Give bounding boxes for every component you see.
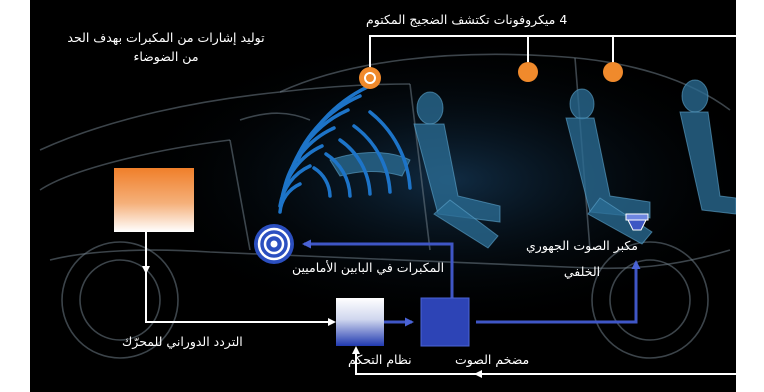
mic-bus-into-control bbox=[352, 346, 476, 375]
amp-to-front-speakers bbox=[302, 239, 454, 298]
sound-waves bbox=[278, 82, 412, 214]
rear-speaker-line-2: الخلفي bbox=[563, 264, 601, 279]
diagram-canvas bbox=[39, 30, 736, 378]
microphones-label: 4 ميكروفونات تكتشف الضجيج المكتوم bbox=[366, 12, 568, 27]
front-speakers-label: المكبرات في البابين الأماميين bbox=[292, 260, 445, 275]
microphones bbox=[359, 62, 623, 89]
microphone-icon bbox=[603, 62, 623, 82]
rear-speaker-line-1: مكبر الصوت الجهوري bbox=[526, 238, 638, 253]
amp-to-rear-speaker bbox=[476, 260, 641, 324]
amplifier-label: مضخم الصوت bbox=[455, 352, 530, 367]
rear-speaker-label: مكبر الصوت الجهوري الخلفي bbox=[502, 236, 662, 281]
generate-signals-line-2: من الضوضاء bbox=[133, 49, 199, 64]
interior-glow bbox=[120, 30, 736, 330]
blue-flow-lines bbox=[302, 239, 641, 327]
diagram-stage: توليد إشارات من المكبرات بهدف الحد من ال… bbox=[30, 0, 736, 392]
generate-signals-label: توليد إشارات من المكبرات بهدف الحد من ال… bbox=[60, 28, 272, 66]
rpm-to-control bbox=[145, 272, 336, 326]
generate-signals-line-1: توليد إشارات من المكبرات بهدف الحد bbox=[67, 30, 265, 45]
control-system-label: نظام التحكم bbox=[348, 352, 412, 367]
amplifier-box bbox=[420, 297, 470, 347]
control-unit-box bbox=[336, 298, 384, 346]
engine-rpm-source-box bbox=[114, 168, 194, 232]
rear-speaker-icon bbox=[625, 213, 649, 231]
front-speaker-icon bbox=[254, 224, 294, 264]
mic-bus-bottom bbox=[474, 370, 736, 378]
occupant-silhouettes bbox=[329, 79, 736, 249]
engine-rpm-label: التردد الدوراني للمحرّك bbox=[122, 334, 243, 349]
microphone-icon bbox=[359, 67, 381, 89]
microphone-icon bbox=[518, 62, 538, 82]
car-outline bbox=[39, 53, 731, 359]
